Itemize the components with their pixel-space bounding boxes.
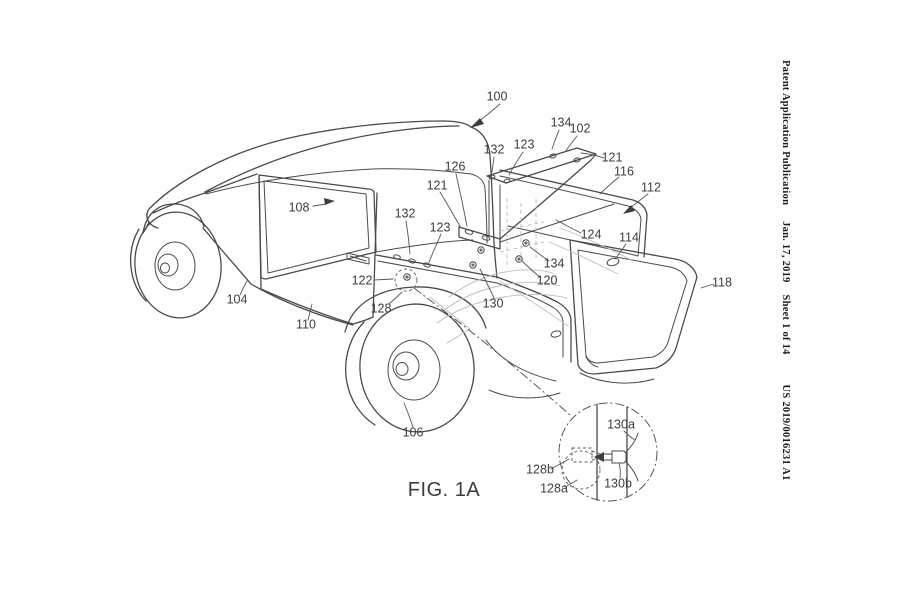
detail-circle bbox=[558, 402, 658, 502]
ref-label-128a: 128a bbox=[540, 481, 568, 495]
ref-label-108: 108 bbox=[289, 200, 310, 214]
ref-label-102: 102 bbox=[570, 121, 591, 135]
ref-label-134: 134 bbox=[544, 256, 565, 270]
ref-label-118: 118 bbox=[712, 275, 732, 289]
hidden-structure bbox=[429, 198, 632, 344]
ref-label-128: 128 bbox=[371, 301, 392, 315]
rear-wheel bbox=[345, 303, 475, 433]
ref-label-100: 100 bbox=[487, 89, 508, 103]
ref-label-120: 120 bbox=[537, 273, 558, 287]
ref-label-122: 122 bbox=[352, 273, 373, 287]
ref-label-130: 130 bbox=[483, 296, 504, 310]
fasteners bbox=[393, 239, 530, 292]
pin-arrow bbox=[594, 452, 604, 462]
ref-label-112: 112 bbox=[641, 180, 661, 194]
ref-label-116: 116 bbox=[614, 164, 634, 178]
arrow-112 bbox=[623, 205, 635, 214]
ref-label-132: 132 bbox=[395, 206, 416, 220]
ref-label-123: 123 bbox=[514, 137, 535, 151]
ref-label-130b: 130b bbox=[604, 476, 632, 490]
ref-label-114: 114 bbox=[619, 230, 639, 244]
door-window bbox=[258, 174, 377, 280]
bed-bracket bbox=[458, 147, 597, 250]
ref-label-132: 132 bbox=[484, 142, 505, 156]
arrow-108 bbox=[324, 198, 335, 205]
door-handle bbox=[346, 252, 370, 265]
grommet-detail-source bbox=[394, 268, 418, 292]
ref-label-104: 104 bbox=[227, 292, 248, 306]
arrow-100 bbox=[470, 118, 484, 128]
door-panel bbox=[258, 175, 262, 290]
ref-label-106: 106 bbox=[403, 425, 424, 439]
truck-bed bbox=[496, 169, 648, 363]
truck-body bbox=[142, 120, 561, 399]
ref-label-126: 126 bbox=[445, 159, 466, 173]
leader-lines bbox=[239, 103, 715, 488]
ref-label-121: 121 bbox=[427, 178, 448, 192]
figure-caption: FIG. 1A bbox=[407, 479, 481, 501]
ref-label-128b: 128b bbox=[526, 462, 554, 476]
ref-label-124: 124 bbox=[581, 227, 602, 241]
front-wheel bbox=[129, 211, 222, 319]
detail-leader-line bbox=[413, 287, 572, 417]
wheels bbox=[129, 211, 475, 433]
ref-label-110: 110 bbox=[296, 317, 316, 331]
ref-label-121: 121 bbox=[602, 150, 623, 164]
ref-label-134: 134 bbox=[551, 115, 572, 129]
tailgate bbox=[569, 239, 698, 384]
ref-label-123: 123 bbox=[430, 220, 451, 234]
arrowheads bbox=[324, 118, 635, 214]
ref-label-130a: 130a bbox=[607, 417, 635, 431]
